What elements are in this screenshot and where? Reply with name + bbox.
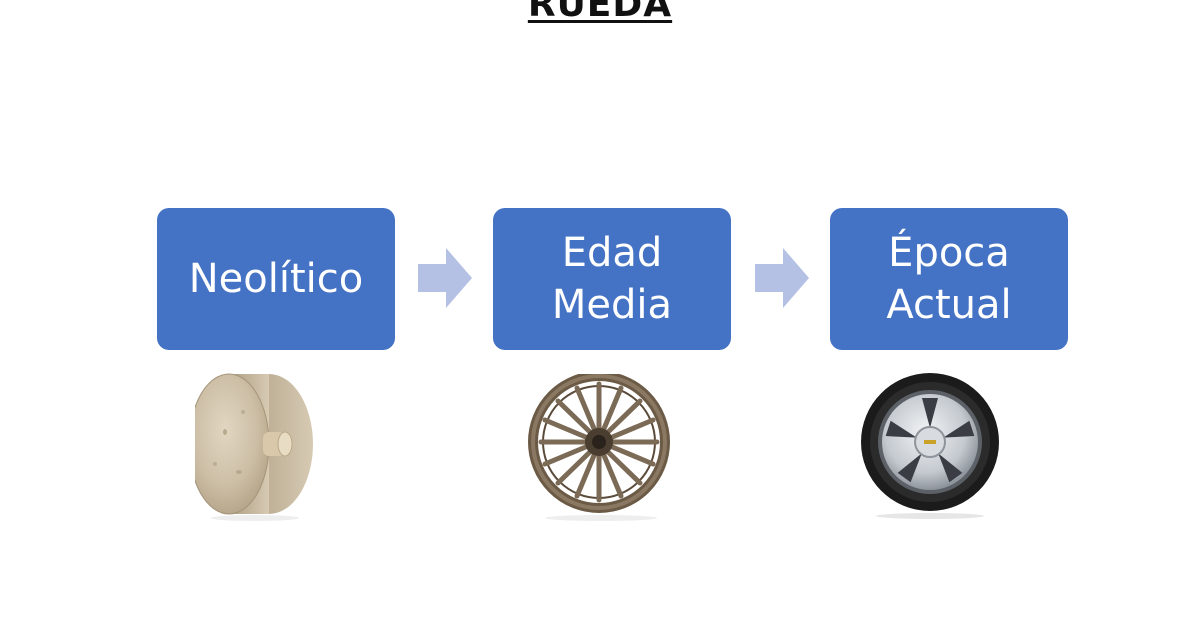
stage-label-line-2: Media xyxy=(551,282,673,328)
stage-label-line-1: Edad xyxy=(561,230,663,276)
stage-box-edad-media: Edad Media xyxy=(493,208,731,350)
stage-label-line-1: Época xyxy=(888,230,1010,276)
right-arrow-icon xyxy=(418,248,472,308)
stage-label-line-2: Actual xyxy=(886,282,1012,328)
stone-wheel-image xyxy=(195,373,313,521)
right-arrow-icon xyxy=(755,248,809,308)
stage-box-epoca-actual: Época Actual xyxy=(830,208,1068,350)
wooden-spoked-wheel-image xyxy=(528,374,670,521)
diagram-title: RUEDA xyxy=(527,0,673,25)
alloy-car-wheel-image xyxy=(861,373,999,519)
stage-box-neolitico: Neolítico xyxy=(157,208,395,350)
stage-label: Neolítico xyxy=(188,256,364,302)
